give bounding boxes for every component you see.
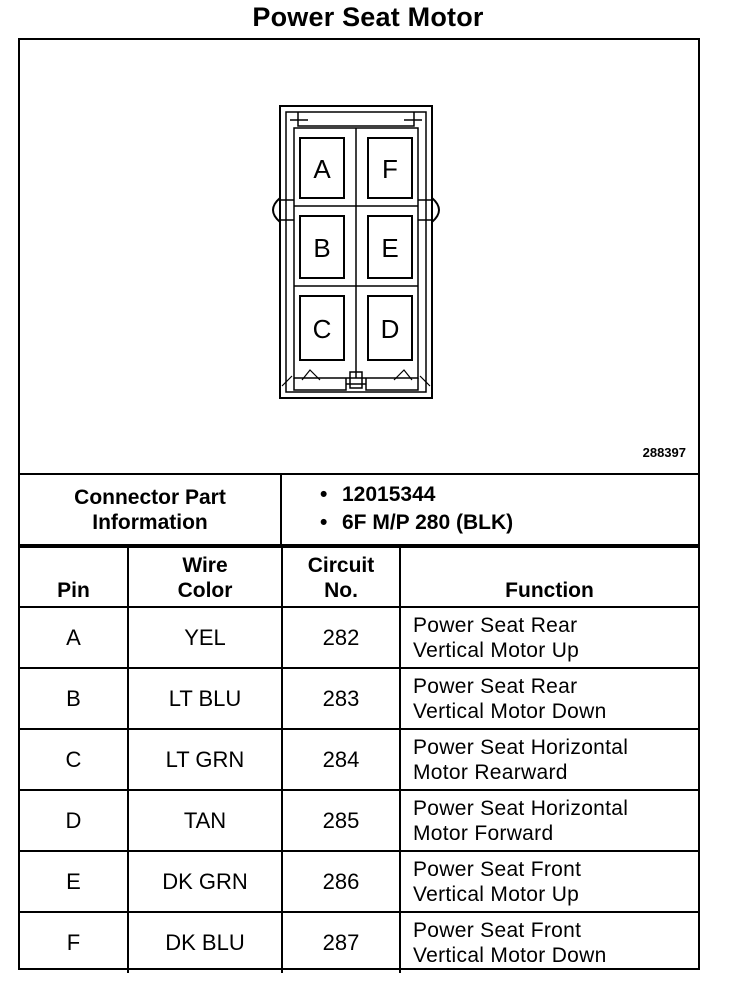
pin-label-e: E [381, 233, 398, 263]
cell-circuit: 285 [281, 789, 401, 852]
bullet: • [320, 511, 328, 534]
pin-cavity-f [367, 137, 413, 199]
connector-info-list: • 12015344 • 6F M/P 280 (BLK) [320, 481, 513, 537]
connector-housing [279, 105, 433, 399]
cell-pin: C [20, 728, 129, 791]
header-pin: Pin [20, 546, 129, 608]
list-item: • 6F M/P 280 (BLK) [320, 509, 513, 537]
pin-label-c: C [313, 314, 332, 344]
cell-wire-color: DK GRN [127, 850, 283, 913]
cell-circuit: 284 [281, 728, 401, 791]
pin-label-d: D [381, 314, 400, 344]
connector-info-row: Connector Part Information • 12015344 • 6F… [20, 475, 698, 546]
pin-cavity-d [367, 295, 413, 361]
pin-label-f: F [382, 154, 398, 184]
connector-part-number: 12015344 [342, 483, 436, 506]
pin-label-a: A [313, 154, 331, 184]
cell-pin: E [20, 850, 129, 913]
list-item: • 12015344 [320, 481, 513, 509]
cell-pin: D [20, 789, 129, 852]
cell-pin: F [20, 911, 129, 973]
pin-label-b: B [313, 233, 330, 263]
pin-cavity-e [367, 215, 413, 279]
cell-pin: A [20, 606, 129, 669]
cell-pin: B [20, 667, 129, 730]
pin-cavity-c [299, 295, 345, 361]
connector-face-drawing: A F B E C D [272, 105, 440, 399]
figure-number: 288397 [642, 445, 686, 460]
connector-info-label-line1: Connector Part [74, 485, 226, 509]
cell-circuit: 283 [281, 667, 401, 730]
page-title: Power Seat Motor [252, 2, 484, 32]
pin-cavity-b [299, 215, 345, 279]
cell-wire-color: TAN [127, 789, 283, 852]
cell-circuit: 282 [281, 606, 401, 669]
cell-wire-color: LT BLU [127, 667, 283, 730]
cell-wire-color: YEL [127, 606, 283, 669]
connector-info-label-line2: Information [92, 510, 208, 534]
connector-description: 6F M/P 280 (BLK) [342, 511, 514, 534]
connector-info-label: Connector Part Information [20, 475, 282, 544]
cell-wire-color: LT GRN [127, 728, 283, 791]
cell-circuit: 286 [281, 850, 401, 913]
bullet: • [320, 483, 328, 506]
connector-chart: A F B E C D 288397 Connector Part Inform… [18, 38, 700, 973]
pin-cavity-a [299, 137, 345, 199]
connector-diagram: A F B E C D 288397 [20, 40, 698, 475]
header-function: Function [399, 546, 698, 608]
cell-circuit: 287 [281, 911, 401, 973]
cell-wire-color: DK BLU [127, 911, 283, 973]
